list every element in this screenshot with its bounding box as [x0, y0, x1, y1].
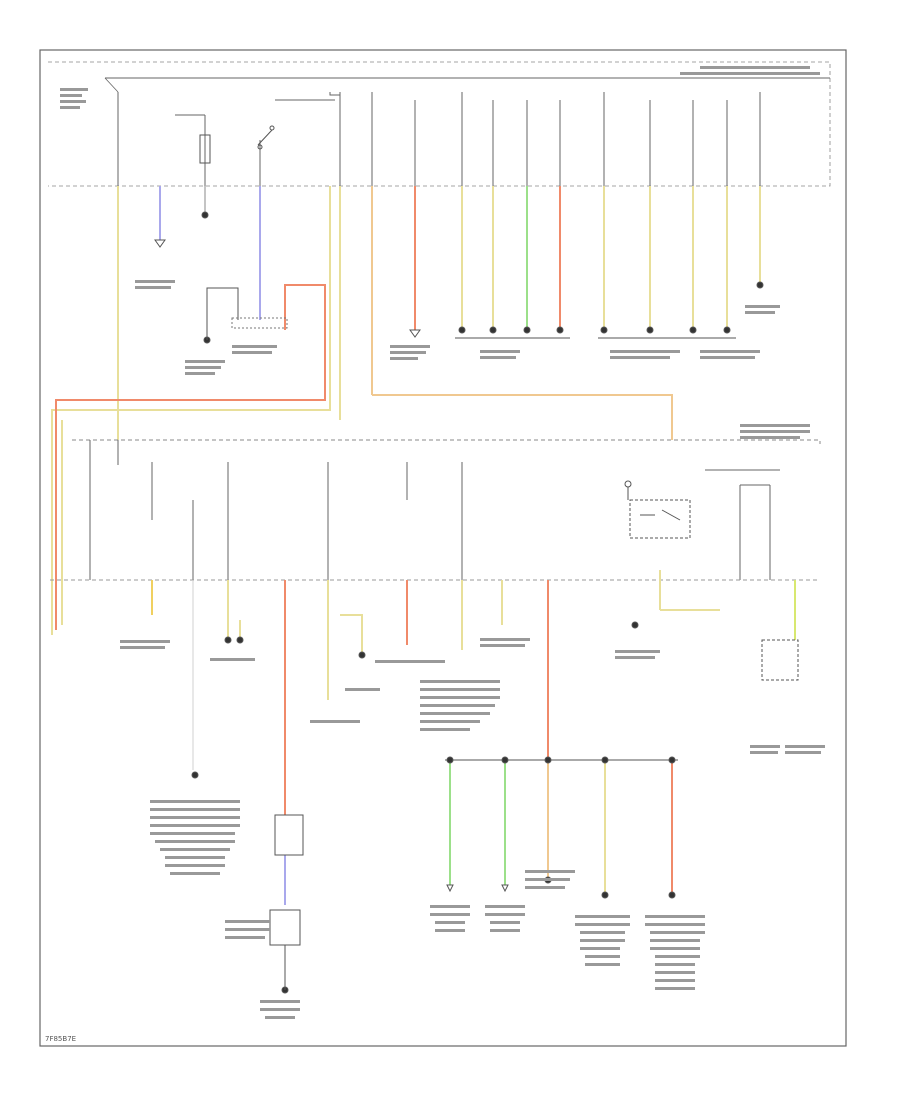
- relay-component: [624, 480, 691, 539]
- lower-fuse-panel: [50, 439, 821, 581]
- lower-splices: [191, 621, 799, 994]
- upper-bus-lines: [117, 92, 761, 186]
- upper-fuse-panel: [48, 61, 831, 187]
- lower-wires: [151, 570, 796, 905]
- upper-splices: [154, 211, 764, 344]
- label-blocks: [60, 66, 825, 1019]
- diagram-frame: [39, 49, 847, 1047]
- upper-components: [199, 125, 275, 164]
- upper-wires: [51, 186, 761, 635]
- figure-id: 7F85B7E: [45, 1035, 77, 1043]
